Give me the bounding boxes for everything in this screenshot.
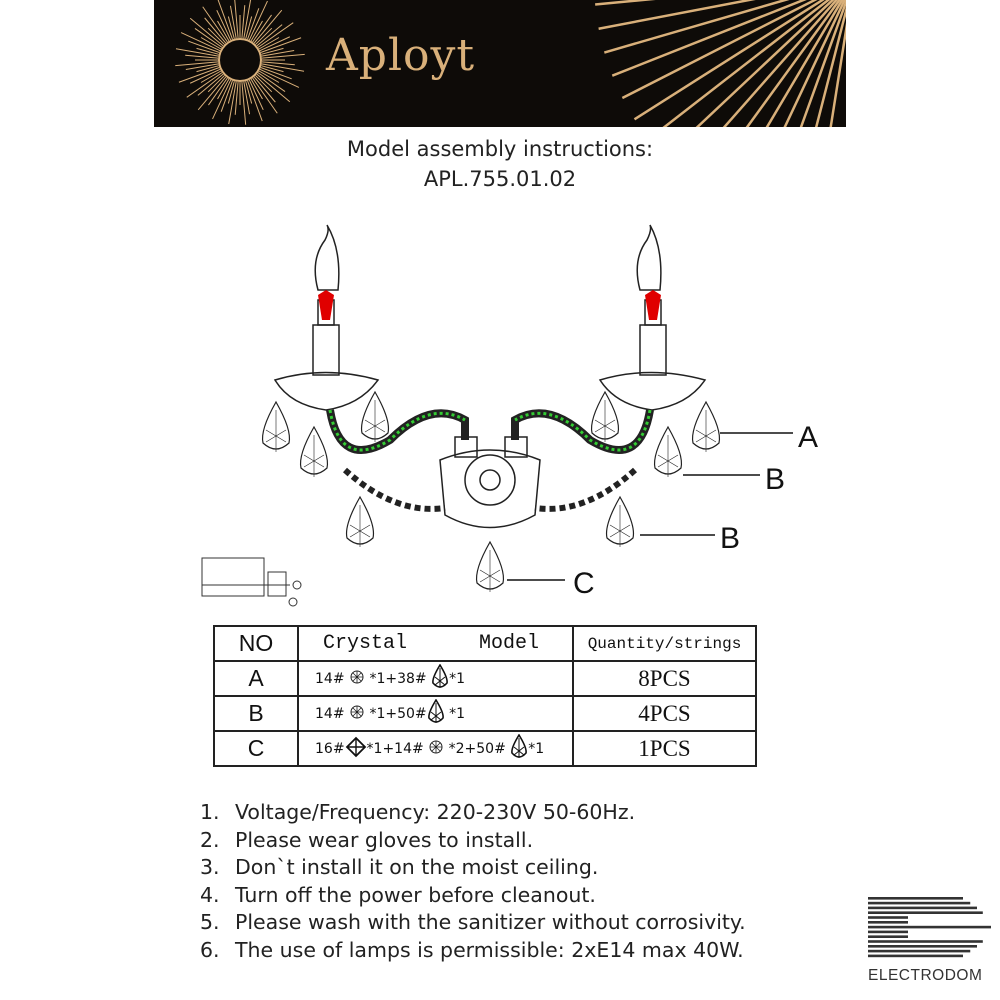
electrodom-logo: ELECTRODOM [868,895,992,985]
model-number: APL.755.01.02 [423,167,577,191]
note-text: Voltage/Frequency: 220-230V 50-60Hz. [235,800,636,824]
note-item: 4. Turn off the power before cleanout. [200,882,746,910]
part-text: *1+38# [369,670,427,687]
note-text: Please wear gloves to install. [235,827,534,852]
crystal-model-cell: 16# *1+14# *2+50# *1 [297,730,574,767]
table-header-row: NO Crystal Model Quantity/strings [213,625,757,662]
note-item: 6. The use of lamps is permissible: 2xE14… [200,937,746,965]
quantity: 8PCS [572,660,757,697]
part-text: *1+50# [369,705,427,722]
candle-flame-left [314,224,340,291]
note-text: The use of lamps is permissible: 2xE14 m… [235,937,744,962]
note-item: 3. Don`t install it on the moist ceiling. [200,854,746,882]
doc-title: Model assembly instructions: [346,137,654,161]
note-text: Don`t install it on the moist ceiling. [235,855,599,880]
octagon-crystal-icon [349,669,365,689]
label-a: A [798,421,818,454]
ed-logo-mark [868,897,991,958]
label-b-2: B [720,522,740,555]
row-no: C [213,730,299,767]
note-number: 6. [200,937,220,962]
notes-list: 1. Voltage/Frequency: 220-230V 50-60Hz. 2… [200,799,746,965]
header-crystal-model: Crystal Model [297,625,574,662]
part-text: 14# [315,670,345,687]
note-number: 1. [200,800,220,824]
logo-text: ELECTRODOM [868,967,983,984]
note-number: 3. [200,855,220,880]
drop-crystal-icon [510,732,528,764]
note-number: 5. [200,910,220,935]
part-text: *1+14# [366,740,424,757]
note-text: Turn off the power before cleanout. [235,882,596,907]
header-quantity: Quantity/strings [572,625,757,662]
part-text: 16# [315,740,345,757]
wiring-diagram-icon [201,557,302,607]
brand-banner: Aployt [154,0,846,127]
part-text: *1 [528,740,545,757]
note-number: 4. [200,882,220,907]
note-item: 5. Please wash with the sanitizer without… [200,909,746,937]
drop-crystal-icon [427,697,445,729]
note-text: Please wash with the sanitizer without c… [235,910,746,935]
quantity: 1PCS [572,730,757,767]
label-b: B [765,463,785,496]
table-row: C 16# *1+14# *2+50# *1 1PCS [213,730,757,767]
octagon-crystal-icon [428,739,444,759]
octagon-crystal-icon [349,704,365,724]
part-text: *1 [449,705,466,722]
note-item: 1. Voltage/Frequency: 220-230V 50-60Hz. [200,799,746,827]
part-text: *1 [449,670,466,687]
crystal-table: NO Crystal Model Quantity/strings A 14# … [213,625,757,767]
part-text: 14# [315,705,345,722]
header-no: NO [213,625,299,662]
sunburst-graphic [175,0,846,127]
note-number: 2. [200,827,220,852]
crystal-model-cell: 14# *1+38# *1 [297,660,574,697]
part-text: *2+50# [448,740,506,757]
crystal-model-cell: 14# *1+50# *1 [297,695,574,732]
row-no: A [213,660,299,697]
candle-flame-right [636,224,662,291]
chandelier-diagram: A B B C [201,224,818,607]
row-no: B [213,695,299,732]
brand-logo: Aployt [326,30,476,81]
table-row: A 14# *1+38# *1 8PCS [213,660,757,697]
table-row: B 14# *1+50# *1 4PCS [213,695,757,732]
label-c: C [573,567,595,600]
note-item: 2. Please wear gloves to install. [200,827,746,855]
diamond-crystal-icon [345,736,367,762]
quantity: 4PCS [572,695,757,732]
drop-crystal-icon [431,662,449,694]
